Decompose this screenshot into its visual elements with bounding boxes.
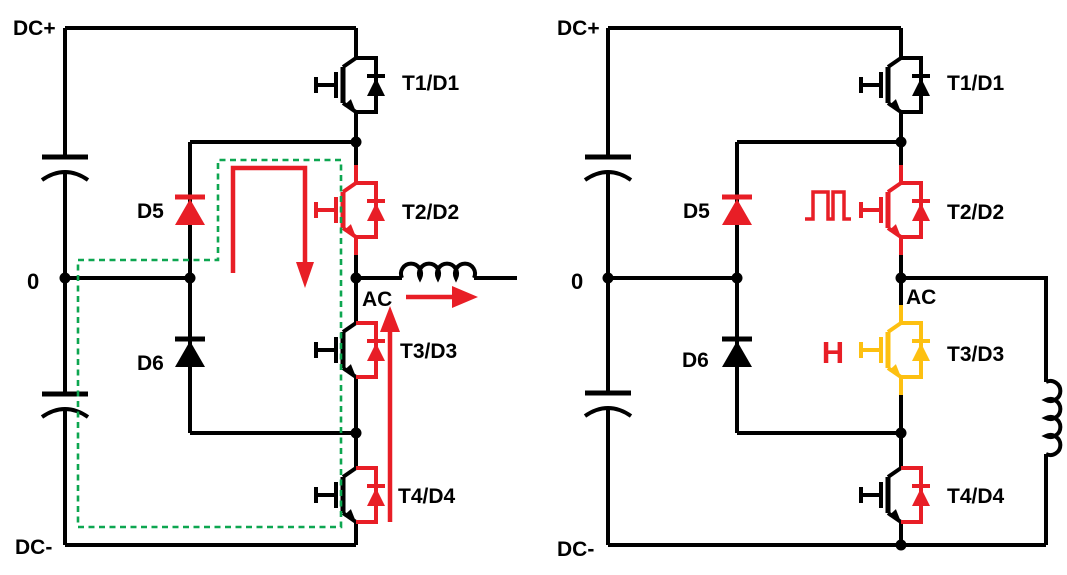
ac-label-left: AC <box>362 288 392 311</box>
igbt-t4-right <box>861 450 901 540</box>
diode-d4-right <box>899 466 932 524</box>
right-circuit-panel: DC+ 0 DC- AC D5 D6 T1/D1 T2/D2 T3/D3 T4/… <box>557 17 1063 561</box>
t2-label-left: T2/D2 <box>402 201 459 224</box>
current-arrow-up-diodes <box>380 306 400 522</box>
d5-label-right: D5 <box>683 200 710 223</box>
igbt-t1-right <box>861 40 901 130</box>
igbt-t3-left <box>316 305 356 395</box>
diode-d2-right <box>899 181 932 239</box>
clamp-diode-d5-left <box>175 197 205 225</box>
inductor-coil-icon-right <box>1041 379 1063 457</box>
diode-d3-right <box>899 321 932 379</box>
junction-dots-left <box>59 136 362 439</box>
right-dc-bus-wires <box>606 26 1046 547</box>
igbt-t3-right <box>861 305 901 395</box>
ac-label-right: AC <box>906 286 936 309</box>
t3-label-left: T3/D3 <box>400 340 457 363</box>
dashed-commutation-loop <box>76 158 343 529</box>
igbt-t1-left <box>316 40 356 130</box>
junction-dots-right <box>602 136 907 551</box>
current-arrow-d5-t2-loop <box>230 165 314 288</box>
left-circuit-panel: DC+ 0 DC- AC D5 D6 T1/D1 T2/D2 T3/D3 T4/… <box>13 17 517 559</box>
d5-label-left: D5 <box>137 200 164 223</box>
clamp-diode-d5-right <box>722 197 752 225</box>
t3-label-right: T3/D3 <box>947 343 1004 366</box>
dc-minus-label-right: DC- <box>557 538 594 561</box>
t1-label-right: T1/D1 <box>947 72 1005 95</box>
igbt-t2-right <box>861 165 901 255</box>
pwm-square-wave-icon <box>805 190 851 221</box>
d6-label-left: D6 <box>137 352 164 375</box>
t2-label-right: T2/D2 <box>947 201 1004 224</box>
t4-label-right: T4/D4 <box>947 485 1005 508</box>
t4-label-left: T4/D4 <box>398 485 456 508</box>
dc-minus-label-left: DC- <box>15 536 52 559</box>
dc-plus-label-right: DC+ <box>557 17 600 40</box>
right-load-wire <box>901 276 1048 545</box>
inductor-coil-icon <box>399 261 477 283</box>
diode-d1-left <box>354 56 387 114</box>
clamp-diode-d6-right <box>722 339 752 367</box>
diode-d1-right <box>899 56 932 114</box>
neutral-label-left: 0 <box>27 269 39 294</box>
diode-d4-left <box>354 466 387 524</box>
dc-plus-label-left: DC+ <box>13 17 56 40</box>
d6-label-right: D6 <box>682 349 709 372</box>
gate-high-label: H <box>822 335 844 370</box>
left-dc-bus-wires <box>63 26 358 547</box>
current-arrow-output <box>406 286 478 308</box>
t1-label-left: T1/D1 <box>402 72 460 95</box>
neutral-label-right: 0 <box>571 269 583 294</box>
diode-d2-left <box>354 181 387 239</box>
clamp-diode-d6-left <box>175 339 205 367</box>
igbt-t2-left <box>316 165 356 255</box>
